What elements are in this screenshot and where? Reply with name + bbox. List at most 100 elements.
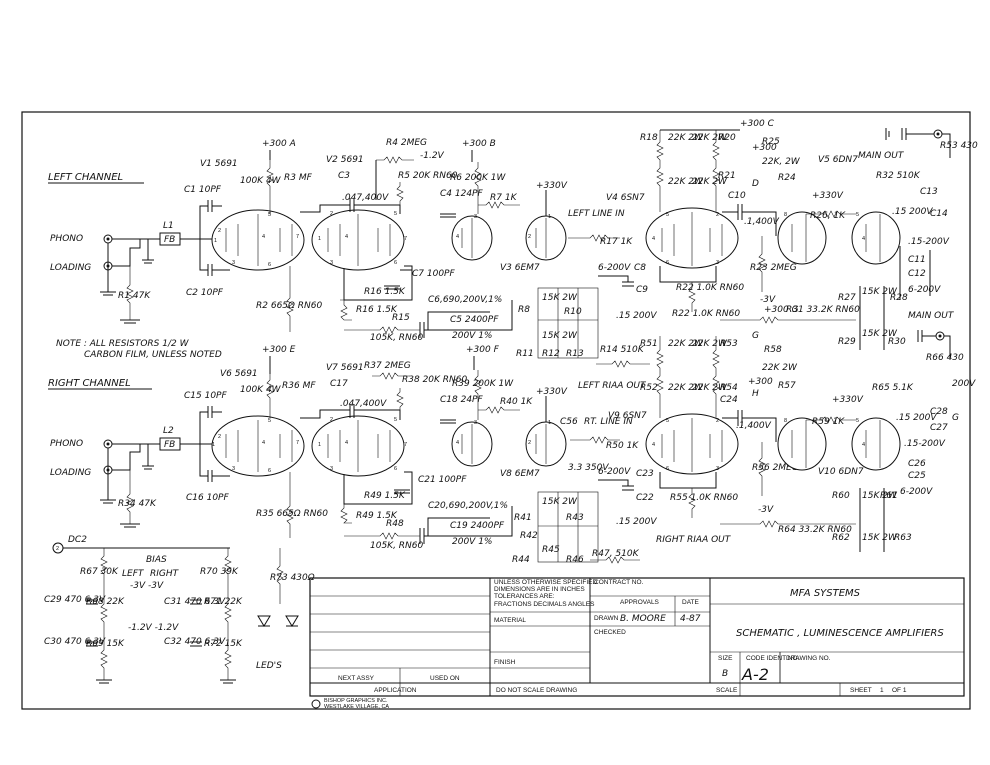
svg-text:5: 5	[394, 417, 397, 423]
svg-text:R32 510K: R32 510K	[876, 171, 921, 181]
left-channel: PHONO LOADING FB L1 R1 47K C1 10PF C2 10…	[50, 119, 978, 368]
svg-text:105K, RN60: 105K, RN60	[370, 333, 424, 343]
svg-text:R25: R25	[762, 137, 780, 147]
svg-text:R39 200K 1W: R39 200K 1W	[452, 379, 514, 389]
svg-text:C28: C28	[930, 407, 948, 417]
dc2-label: DC2	[68, 535, 87, 545]
left-line-in-label: LEFT LINE IN	[568, 209, 625, 219]
svg-text:4: 4	[862, 442, 865, 448]
svg-text:C22: C22	[636, 493, 654, 503]
svg-text:C19 2400PF: C19 2400PF	[450, 521, 505, 531]
right-r34	[126, 470, 134, 524]
bias-label: BIAS	[146, 555, 167, 565]
svg-text:R57: R57	[778, 381, 796, 391]
svg-text:R68 22K: R68 22K	[86, 597, 125, 607]
right-resistor-ladder: R41 15K 2W R42 R43 R44 R45 R46	[512, 491, 599, 565]
svg-text:4: 4	[862, 236, 865, 242]
svg-text:-3V: -3V	[760, 295, 776, 305]
note-line-1: NOTE : ALL RESISTORS 1/2 W	[56, 339, 190, 349]
svg-text:L2: L2	[163, 426, 174, 436]
svg-text:R62: R62	[832, 533, 850, 543]
right-loading-label: LOADING	[50, 468, 91, 478]
svg-text:R35 665Ω RN60: R35 665Ω RN60	[256, 509, 328, 519]
bias-network: 2 DC2 BIAS LEFT RIGHT -3V -3V -1.2V -1.2…	[44, 535, 315, 684]
svg-text:C29 470 6.3V: C29 470 6.3V	[44, 595, 106, 605]
svg-text:2: 2	[528, 440, 531, 446]
svg-text:R16 1.5K: R16 1.5K	[356, 305, 398, 315]
svg-text:R29: R29	[838, 337, 856, 347]
svg-text:3: 3	[330, 466, 333, 472]
svg-text:C1 10PF: C1 10PF	[184, 185, 222, 195]
company-name: MFA SYSTEMS	[790, 588, 861, 599]
svg-text:R53 430: R53 430	[940, 141, 978, 151]
svg-text:R55 1.0K RN60: R55 1.0K RN60	[670, 493, 738, 503]
svg-text:R49 1.5K: R49 1.5K	[364, 491, 406, 501]
svg-text:-3V -3V: -3V -3V	[130, 581, 164, 591]
svg-text:APPLICATION: APPLICATION	[374, 687, 417, 694]
svg-text:-3V: -3V	[758, 505, 774, 515]
svg-text:R53: R53	[720, 339, 738, 349]
svg-text:+330V: +330V	[536, 387, 568, 397]
svg-text:C31 470 6.3V: C31 470 6.3V	[164, 597, 226, 607]
svg-text:22K 2W: 22K 2W	[692, 133, 728, 143]
svg-text:22K 2W: 22K 2W	[762, 363, 798, 373]
svg-text:C30 470 6.3V: C30 470 6.3V	[44, 637, 106, 647]
v7-label: V7 5691	[326, 363, 364, 373]
svg-text:R12: R12	[542, 349, 560, 359]
v4-label: V4 6SN7	[606, 193, 645, 203]
svg-text:C10: C10	[728, 191, 746, 201]
svg-text:-1.2V -1.2V: -1.2V -1.2V	[128, 623, 179, 633]
svg-text:4: 4	[652, 236, 655, 242]
svg-text:R28: R28	[890, 293, 908, 303]
svg-text:.1,400V: .1,400V	[744, 217, 780, 227]
svg-text:5: 5	[856, 418, 859, 424]
svg-text:R4 2MEG: R4 2MEG	[386, 138, 427, 148]
svg-text:15K 2W: 15K 2W	[862, 287, 898, 297]
svg-text:R46: R46	[566, 555, 584, 565]
svg-text:C56: C56	[560, 417, 578, 427]
svg-text:C5 2400PF: C5 2400PF	[450, 315, 499, 325]
svg-text:105K, RN60: 105K, RN60	[370, 541, 424, 551]
v6-label: V6 5691	[220, 369, 258, 379]
svg-text:R49 1.5K: R49 1.5K	[356, 511, 398, 521]
note-line-2: CARBON FILM, UNLESS NOTED	[84, 350, 222, 360]
svg-text:MATERIAL: MATERIAL	[494, 617, 526, 624]
drawing-title: SCHEMATIC , LUMINESCENCE AMPLIFIERS	[736, 628, 944, 639]
svg-text:FRACTIONS DECIMALS ANGLES: FRACTIONS DECIMALS ANGLES	[494, 601, 595, 608]
led-1	[257, 615, 271, 627]
svg-text:.15 200V: .15 200V	[896, 413, 937, 423]
drawn-by: B. MOORE	[620, 614, 666, 624]
svg-text:4: 4	[345, 440, 348, 446]
svg-text:8: 8	[784, 212, 787, 218]
svg-text:22K 2W: 22K 2W	[692, 177, 728, 187]
left-r3	[266, 160, 274, 212]
svg-text:7: 7	[404, 442, 407, 448]
svg-text:1: 1	[318, 442, 321, 448]
svg-text:WESTLAKE VILLAGE, CA: WESTLAKE VILLAGE, CA	[324, 704, 389, 710]
left-r1	[126, 266, 134, 320]
svg-text:R67 30K: R67 30K	[80, 567, 119, 577]
svg-text:R6 200K 1W: R6 200K 1W	[450, 173, 507, 183]
svg-text:6: 6	[666, 260, 669, 266]
svg-text:15K 2W: 15K 2W	[862, 491, 898, 501]
v10-label: V10 6DN7	[818, 467, 864, 477]
svg-text:CONTRACT NO.: CONTRACT NO.	[594, 579, 644, 586]
svg-text:15K 2W: 15K 2W	[542, 293, 578, 303]
svg-text:G: G	[752, 331, 759, 341]
svg-text:C15 10PF: C15 10PF	[184, 391, 227, 401]
svg-text:3.3 350V: 3.3 350V	[568, 463, 609, 473]
svg-text:OF 1: OF 1	[892, 687, 907, 694]
right-r36	[266, 374, 274, 418]
svg-text:R1 47K: R1 47K	[118, 291, 151, 301]
svg-text:2: 2	[218, 228, 221, 234]
svg-text:3: 3	[474, 214, 477, 220]
svg-text:SHEET: SHEET	[850, 687, 872, 694]
b300a-label: +300 A	[262, 139, 296, 149]
svg-text:.1,400V: .1,400V	[736, 421, 772, 431]
svg-text:R38 20K RN60: R38 20K RN60	[402, 375, 467, 385]
drawing-number: A-2	[741, 665, 769, 684]
svg-text:R20: R20	[718, 133, 736, 143]
svg-text:C21 100PF: C21 100PF	[418, 475, 467, 485]
svg-text:100K 4W: 100K 4W	[240, 385, 282, 395]
